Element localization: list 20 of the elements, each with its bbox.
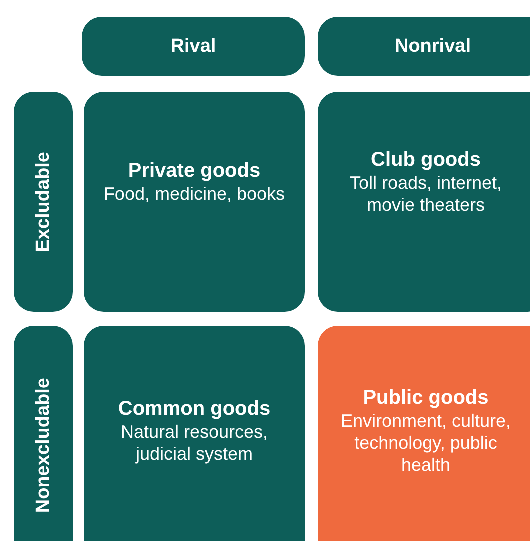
- row-header: [14, 92, 73, 312]
- category-card: [318, 92, 530, 312]
- card-heading: Public goods: [363, 386, 489, 410]
- header-text: Excludable: [32, 152, 54, 252]
- category-card: [84, 92, 305, 312]
- card-heading: Private goods: [128, 160, 261, 182]
- card-heading: Common goods: [118, 398, 271, 420]
- header-text: Nonexcludable: [32, 378, 54, 514]
- card-description: Environment, culture, technology, public health: [340, 410, 512, 476]
- header-text: Rival: [170, 36, 216, 58]
- header-text: Nonrival: [394, 36, 472, 58]
- category-card: [84, 326, 305, 541]
- column-header: [318, 17, 530, 76]
- column-header: [82, 17, 305, 76]
- card-description: Food, medicine, books: [104, 182, 286, 204]
- card-description: Natural resources, judicial system: [120, 420, 270, 464]
- card-heading: Club goods: [371, 148, 481, 172]
- row-header: [14, 326, 73, 541]
- category-card: [318, 326, 530, 541]
- card-description: Toll roads, internet, movie theaters: [348, 172, 504, 216]
